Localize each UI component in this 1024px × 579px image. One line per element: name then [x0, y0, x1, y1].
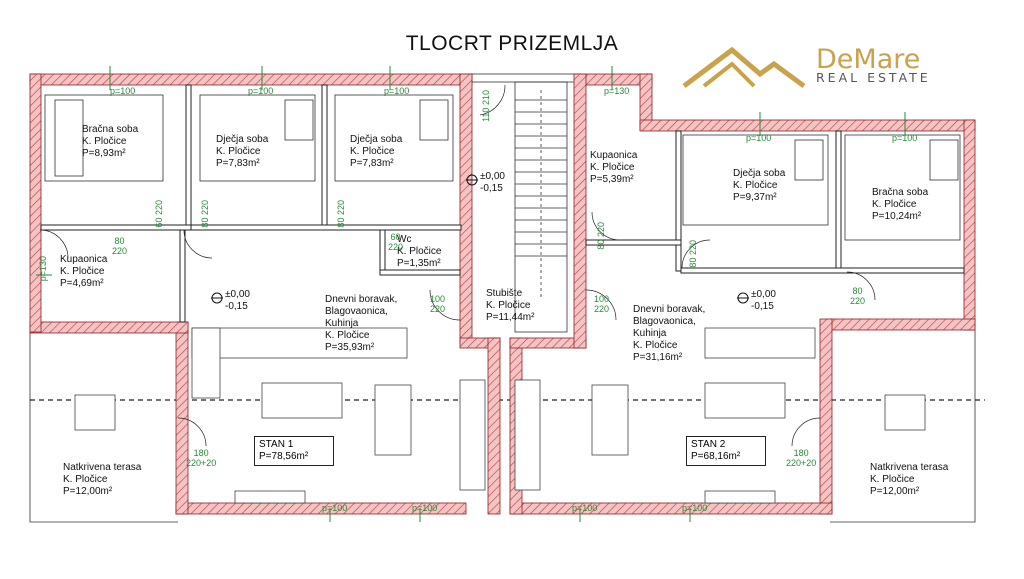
window-label: p=100 — [384, 86, 410, 96]
beds — [44, 94, 961, 241]
window-label: p=100 — [412, 503, 438, 513]
logo: DeMare REAL ESTATE — [682, 44, 942, 90]
logo-subtitle: REAL ESTATE — [816, 70, 931, 85]
window-label: p=100 — [322, 503, 348, 513]
exterior-walls — [29, 73, 976, 515]
door-label: 60 220 — [154, 200, 164, 228]
door-swings — [39, 84, 876, 447]
door-label: 80 220 — [688, 240, 698, 268]
door-label: 80 220 — [596, 222, 606, 250]
window-label: p=130 — [38, 256, 48, 282]
door-label: 80 220 — [336, 200, 346, 228]
window-label: p=100 — [248, 86, 274, 96]
window-label: p=100 — [892, 133, 918, 143]
window-markers — [36, 66, 906, 522]
logo-name: DeMare — [816, 44, 921, 75]
window-label: p=100 — [572, 503, 598, 513]
window-label: p=130 — [604, 86, 630, 96]
interior-walls — [40, 84, 965, 323]
level-label-left: ±0,00-0,15 — [225, 289, 250, 312]
window-label: p=100 — [682, 503, 708, 513]
level-label-right: ±0,00-0,15 — [751, 289, 776, 312]
door-label: 80 220 — [200, 200, 210, 228]
level-markers — [211, 174, 749, 304]
house-logo-icon — [682, 46, 806, 89]
door-label: 110 210 — [481, 90, 491, 122]
staircase — [514, 81, 568, 333]
window-label: p=100 — [746, 133, 772, 143]
terrace-outlines — [29, 330, 985, 523]
furniture — [74, 327, 926, 504]
level-label-stairs: ±0,00-0,15 — [480, 171, 505, 194]
window-label: p=100 — [110, 86, 136, 96]
plan-title: TLOCRT PRIZEMLJA — [405, 32, 619, 55]
